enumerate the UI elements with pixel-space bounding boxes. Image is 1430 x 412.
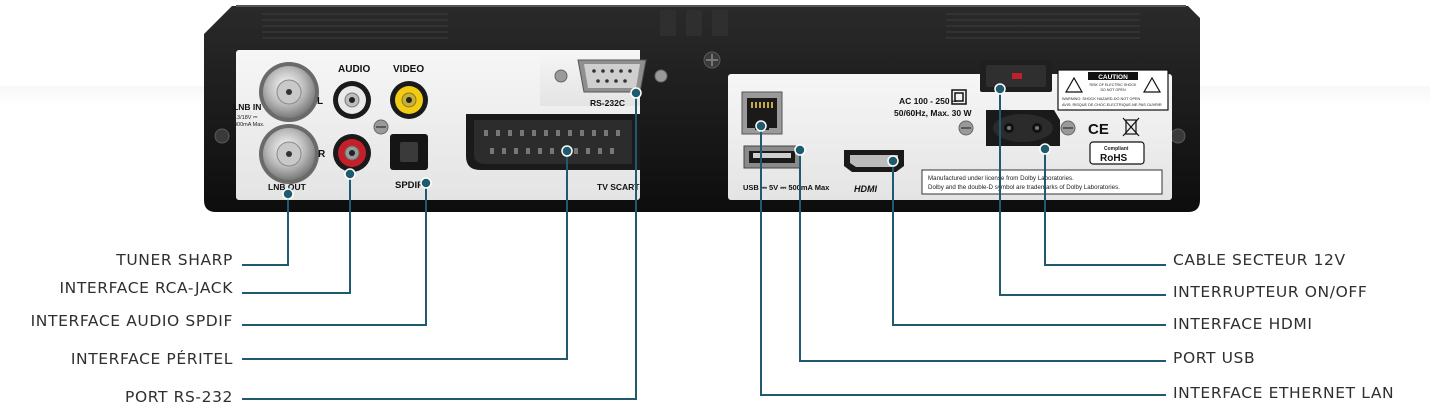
panel-screw-left [373, 119, 389, 135]
lnb-in-spec-2: 400mA Max. [234, 122, 265, 128]
power-switch [980, 60, 1052, 92]
rca-yellow-jack [390, 81, 428, 119]
callout-port-usb: PORT USB [1173, 349, 1256, 367]
caution-label: CAUTION RISK OF ELECTRIC SHOCK DO NOT OP… [1057, 69, 1169, 111]
rca-white-jack [333, 81, 371, 119]
lnb-out-text: LNB OUT [268, 182, 307, 192]
leader-hdmi [892, 161, 1166, 326]
dolby-label: Manufactured under license from Dolby La… [921, 169, 1163, 195]
power-rating-2: 50/60Hz, Max. 30 W [894, 108, 972, 118]
callout-cable-secteur: CABLE SECTEUR 12V [1173, 251, 1346, 269]
leader-power-cable [1044, 149, 1166, 266]
panel-screws-right [958, 120, 1076, 136]
warning-1: WARNING: SHOCK HAZARD-DO NOT OPEN [1062, 97, 1141, 101]
lnb-in-connector [259, 62, 319, 122]
video-text: VIDEO [393, 64, 424, 75]
rohs-badge: Compliant RoHS [1089, 141, 1145, 165]
lnb-in-spec-1: 13/18V ⎓ [234, 115, 258, 121]
warning-2: AVIS: RISQUE DE CHOC ELECTRIQUE-NE PAS O… [1062, 103, 1162, 107]
leader-tuner [242, 194, 289, 266]
ce-mark: CE [1088, 121, 1109, 138]
audio-r-text: R [318, 149, 326, 160]
callout-port-rs232: PORT RS-232 [125, 388, 233, 406]
callout-interface-hdmi: INTERFACE HDMI [1173, 315, 1313, 333]
leader-lines [242, 89, 1166, 400]
rca-red-jack [333, 134, 371, 172]
spdif-text: SPDIF [395, 180, 423, 191]
rs232-port [554, 59, 668, 93]
callout-interface-rca-jack: INTERFACE RCA-JACK [59, 279, 233, 297]
callout-interrupteur: INTERRUPTEUR ON/OFF [1173, 283, 1368, 301]
ethernet-port [741, 91, 783, 135]
chassis-screws [214, 51, 1186, 144]
caution-sub-1: RISK OF ELECTRIC SHOCK [1090, 83, 1138, 87]
rohs-text: RoHS [1100, 153, 1128, 164]
caution-text: CAUTION [1098, 74, 1128, 81]
dolby-text-1: Manufactured under license from Dolby La… [928, 175, 1074, 182]
callout-tuner-sharp: TUNER SHARP [116, 251, 233, 269]
leader-usb [799, 150, 1166, 362]
leader-peritel [242, 151, 568, 360]
leader-rs232 [242, 93, 637, 400]
audio-text: AUDIO [338, 64, 370, 75]
power-inlet [986, 110, 1060, 146]
hdmi-port [844, 150, 904, 172]
tv-scart-text: TV SCART [597, 182, 640, 192]
hdmi-text: HDMI [854, 184, 877, 194]
leader-rca [242, 174, 351, 294]
power-rating-1: AC 100 - 250 ~ [899, 96, 957, 106]
leader-spdif [242, 183, 427, 326]
usb-text: USB ⎓ 5V ⎓ 500mA Max [743, 183, 830, 192]
callout-interface-audio-spdif: INTERFACE AUDIO SPDIF [30, 312, 233, 330]
callout-interface-peritel: INTERFACE PÉRITEL [70, 350, 233, 368]
center-vents [660, 10, 728, 36]
lnb-out-connector [259, 124, 319, 184]
weee-bin-icon [1122, 117, 1140, 137]
leader-dots [282, 83, 1051, 200]
scart-port [466, 114, 640, 170]
double-insulation-icon [951, 89, 967, 105]
top-vents [262, 13, 1140, 39]
callout-interface-ethernet: INTERFACE ETHERNET LAN [1173, 384, 1395, 402]
lnb-in-text: LNB IN [233, 102, 261, 112]
rohs-compliant-text: Compliant [1104, 146, 1129, 152]
leader-ethernet [760, 126, 1166, 396]
audio-l-text: L [317, 96, 323, 107]
rs232c-text: RS-232C [590, 98, 625, 108]
usb-port [743, 145, 801, 169]
spdif-port [390, 134, 428, 170]
leader-switch [999, 89, 1166, 296]
dolby-text-2: Dolby and the double-D symbol are tradem… [928, 184, 1120, 191]
caution-sub-2: DO NOT OPEN [1100, 88, 1125, 92]
